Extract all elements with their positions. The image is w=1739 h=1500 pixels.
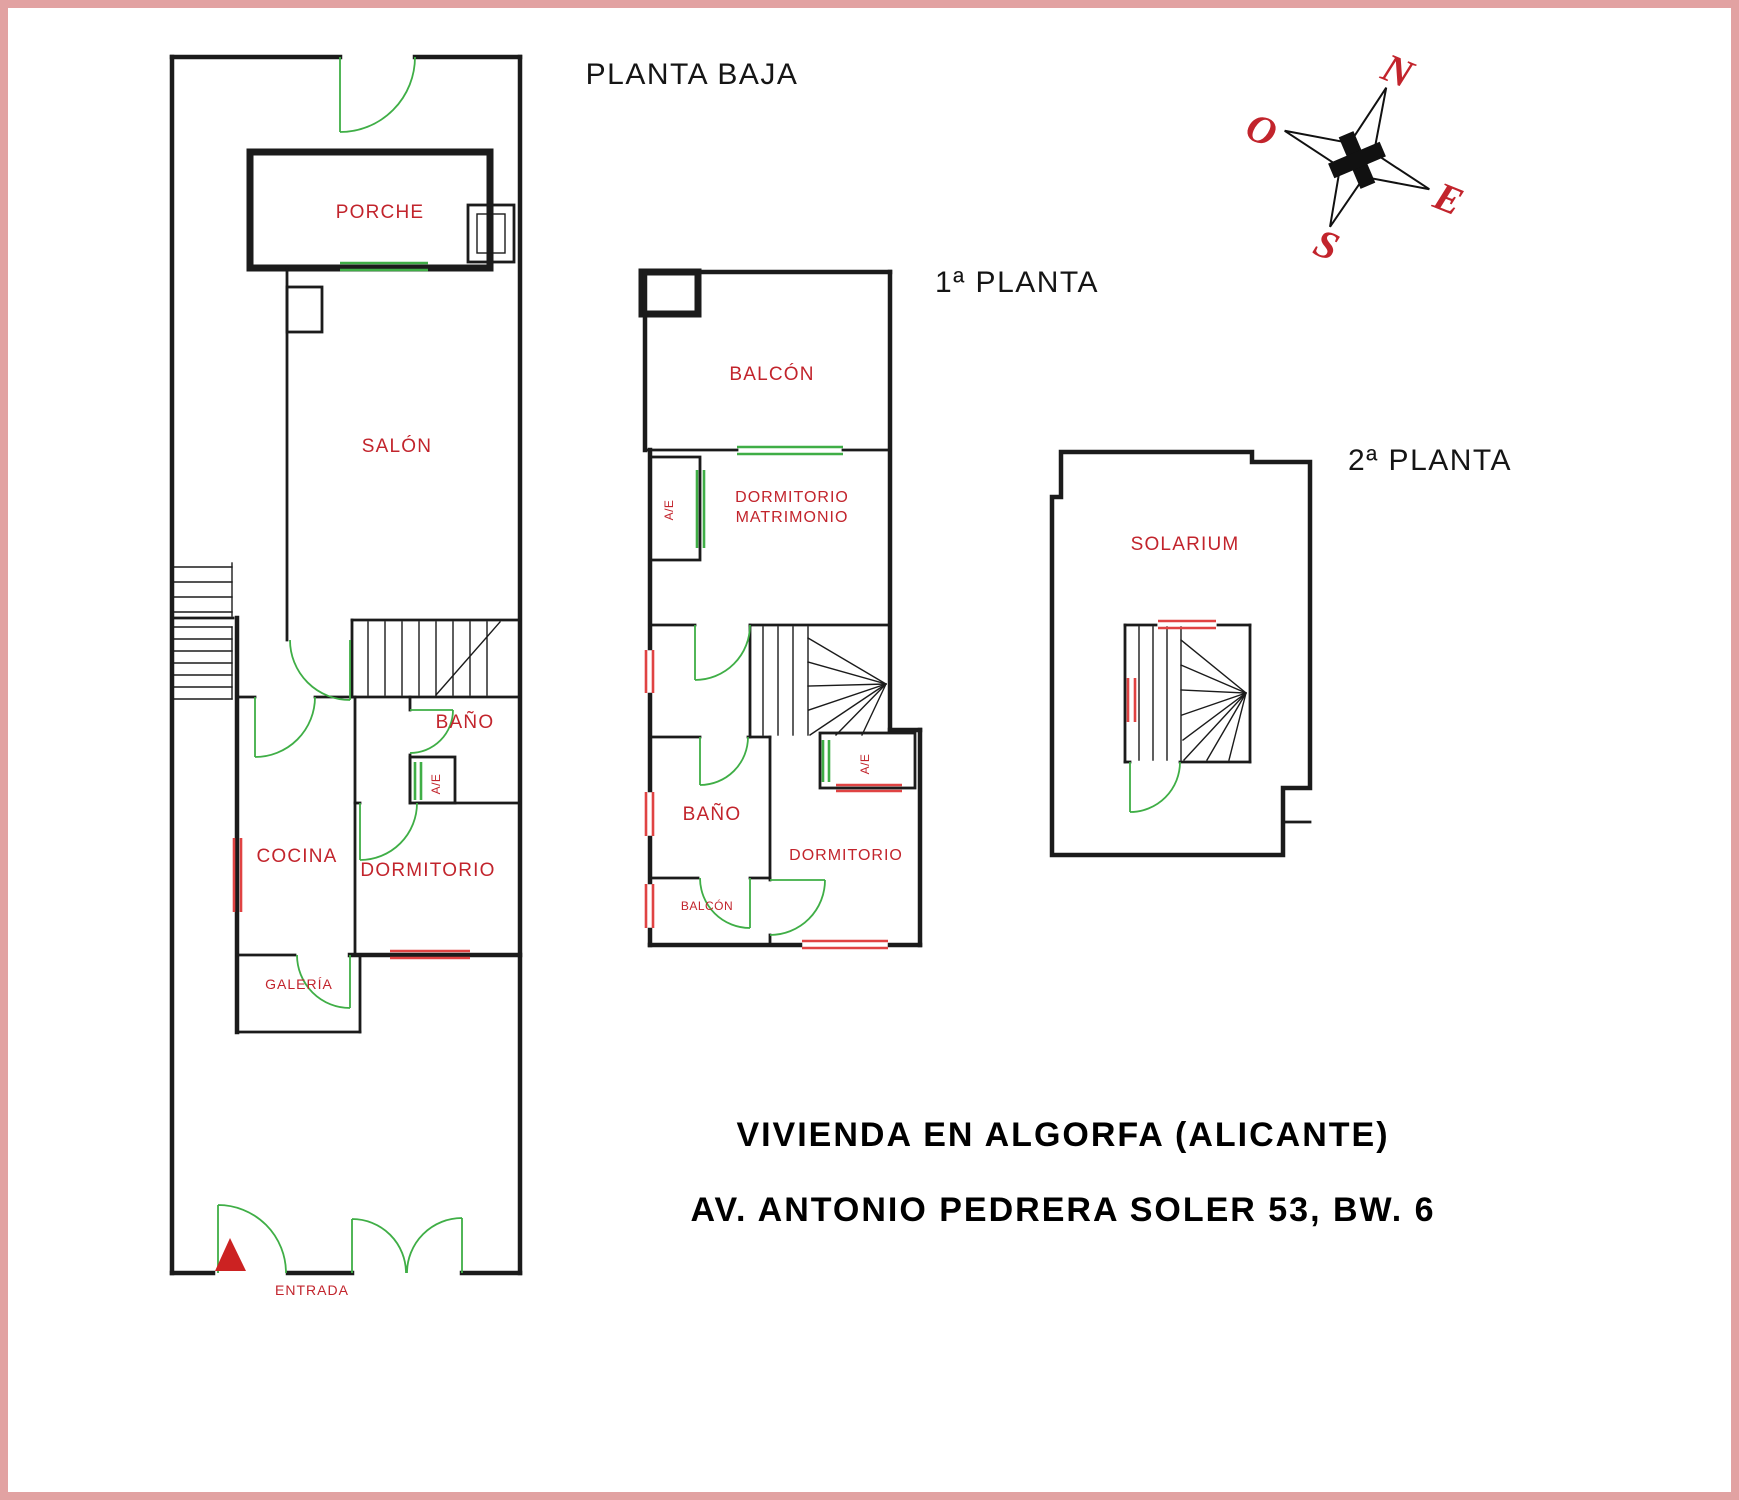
room-label-dorm-matrimonio-1: DORMITORIO [735,489,849,506]
second-floor-stairs [1138,626,1247,761]
first-floor-stairs [762,626,887,736]
footer-line-2: AV. ANTONIO PEDRERA SOLER 53, BW. 6 [690,1191,1435,1229]
room-label-porche: PORCHE [336,202,425,223]
ground-floor-doors [217,56,463,1274]
entrance-arrow [215,1238,246,1271]
first-floor-windows [644,445,902,950]
second-floor-windows [1126,619,1216,722]
room-label-dormitorio-1f: DORMITORIO [789,847,903,864]
room-label-dormitorio-gf: DORMITORIO [360,860,495,881]
room-label-balcon: BALCÓN [729,363,814,385]
floor-title-ground: PLANTA BAJA [586,58,799,91]
footer-line-1: VIVIENDA EN ALGORFA (ALICANTE) [736,1116,1389,1154]
compass-star-icon [1284,87,1430,228]
floor-title-first: 1ª PLANTA [935,266,1099,299]
ground-floor-plan: PORCHE SALÓN BAÑO A/E COCINA DORMITORIO … [169,54,523,1298]
room-label-ae-left: A/E [662,500,676,521]
room-label-cocina: COCINA [256,846,337,867]
first-floor-walls [638,268,923,948]
room-label-solarium: SOLARIUM [1131,534,1240,555]
room-label-shaft-gf: A/E [429,774,443,795]
ground-floor-windows [232,261,470,960]
room-label-salon: SALÓN [362,435,432,457]
second-floor-plan: SOLARIUM [1049,449,1313,858]
room-label-ae-right: A/E [858,754,872,775]
floor-title-second: 2ª PLANTA [1348,444,1512,477]
ground-floor-stairs [367,621,501,696]
second-floor-walls [1049,449,1313,858]
exterior-steps [173,562,233,700]
room-label-bano-gf: BAÑO [436,711,495,733]
room-label-entrada: ENTRADA [275,1282,349,1298]
room-label-bano-1f: BAÑO [683,803,742,825]
room-label-balcon-small: BALCÓN [681,898,733,913]
first-floor-plan: BALCÓN A/E DORMITORIO MATRIMONIO BAÑO A/… [638,268,923,950]
room-label-galeria: GALERÍA [265,976,333,992]
first-floor-doors [694,624,826,936]
room-label-dorm-matrimonio-2: MATRIMONIO [736,509,849,526]
second-floor-doors [1129,761,1181,813]
ground-floor-walls [169,54,523,1276]
